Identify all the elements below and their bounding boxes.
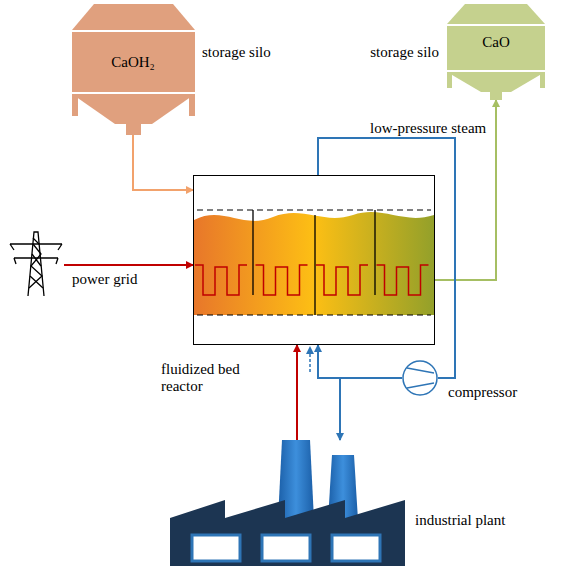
industrial-plant: industrial plant <box>170 440 410 566</box>
flow-connector <box>340 378 402 440</box>
silo-outlet <box>490 92 502 100</box>
flow-connector <box>64 264 193 266</box>
compressor-symbol <box>407 368 434 388</box>
reactor-vessel <box>194 176 435 345</box>
power-grid-art <box>8 228 64 298</box>
fluidized-bed <box>194 212 434 315</box>
electric-heater <box>195 265 247 295</box>
storage-silo: CaOH₂storage silo <box>72 2 195 135</box>
silo-leg <box>540 72 545 88</box>
reactor-art <box>193 175 435 345</box>
distributor-plate <box>197 315 431 316</box>
flow-connector <box>296 345 298 440</box>
silo-hopper <box>72 94 195 124</box>
dashed-arrow <box>306 346 314 372</box>
industrial-plant-art <box>170 440 410 566</box>
weir-wall <box>374 210 375 295</box>
silo-roof <box>72 4 195 30</box>
compressor-label: compressor <box>448 384 517 401</box>
edge-label: low-pressure steam <box>368 120 488 137</box>
silo-leg <box>189 94 195 116</box>
reactor: fluidized bed reactor <box>193 175 435 345</box>
silo-outlet <box>126 124 141 135</box>
factory-window <box>192 535 240 561</box>
silo-hopper <box>447 72 545 92</box>
silo-leg <box>447 72 452 88</box>
factory-building <box>170 500 405 566</box>
storage-silo: CaOstorage silo <box>447 2 545 100</box>
weir-wall <box>252 210 253 295</box>
silo-content: CaO <box>482 34 510 51</box>
silo-leg <box>72 94 78 116</box>
factory-window <box>332 535 380 561</box>
power-grid: power grid <box>8 228 64 298</box>
silo-content: CaOH₂ <box>111 54 155 71</box>
compressor: compressor <box>402 360 438 396</box>
plant-label: industrial plant <box>415 512 505 529</box>
compressor-symbol <box>403 361 437 395</box>
electric-heater <box>377 265 429 295</box>
compressor-art <box>402 360 438 396</box>
silo-body <box>447 26 545 70</box>
power-pylon <box>29 238 43 288</box>
freeboard-line <box>197 210 431 211</box>
grid-label: power grid <box>72 271 137 288</box>
weir-wall <box>314 215 315 315</box>
silo-name: storage silo <box>370 44 439 61</box>
factory-window <box>262 535 310 561</box>
silo-name: storage silo <box>202 44 271 61</box>
storage-silo-art <box>447 2 545 100</box>
silo-body <box>72 32 195 92</box>
power-pylon <box>28 232 44 296</box>
reactor-name: fluidized bed reactor <box>161 361 241 395</box>
electric-heater <box>316 265 368 295</box>
electric-heater <box>256 265 308 295</box>
flow-connector <box>133 135 193 190</box>
flow-connector <box>318 345 402 378</box>
silo-roof <box>447 4 545 24</box>
